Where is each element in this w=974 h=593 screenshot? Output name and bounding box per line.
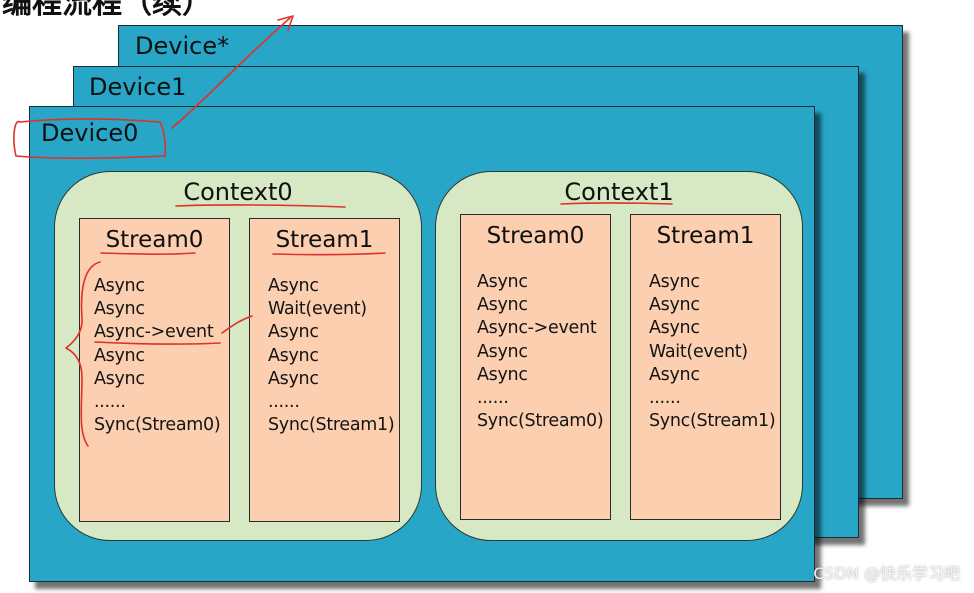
stream-label: Stream0 xyxy=(486,223,585,249)
stream-label: Stream0 xyxy=(105,227,204,253)
context-label: Context1 xyxy=(564,178,674,206)
operation-list: Async Async Async Wait(event) Async ....… xyxy=(649,271,776,433)
device-label: Device* xyxy=(135,32,230,60)
operation-list: Async Async Async->event Async Async ...… xyxy=(477,271,604,433)
operation: Async xyxy=(477,364,528,385)
operation: ...... xyxy=(649,388,681,409)
operation-list: Async Wait(event) Async Async Async ....… xyxy=(268,275,395,437)
operation: ...... xyxy=(94,392,126,413)
operation: Async xyxy=(94,368,145,389)
context-box: Context1 Stream0 Async Async Async->even… xyxy=(435,171,803,541)
operation: Wait(event) xyxy=(649,341,748,362)
device-front: Device0 Context0 Stream0 Async Async Asy… xyxy=(29,106,815,582)
operation: Async xyxy=(477,341,528,362)
operation: Async->event xyxy=(477,318,597,339)
stream-box: Stream1 Async Wait(event) Async Async As… xyxy=(249,218,400,522)
operation: Sync(Stream0) xyxy=(94,415,221,436)
device-label: Device0 xyxy=(41,119,139,147)
operation-list: Async Async Async->event Async Async ...… xyxy=(94,275,221,437)
operation: Async xyxy=(649,364,700,385)
operation: Wait(event) xyxy=(268,299,367,320)
stream-label: Stream1 xyxy=(275,227,374,253)
operation: Async xyxy=(94,299,145,320)
operation: Sync(Stream1) xyxy=(649,411,776,432)
stream-box: Stream0 Async Async Async->event Async A… xyxy=(460,214,611,520)
operation: Sync(Stream0) xyxy=(477,411,604,432)
operation: Sync(Stream1) xyxy=(268,415,395,436)
stream-label: Stream1 xyxy=(656,223,755,249)
stream-box: Stream1 Async Async Async Wait(event) As… xyxy=(630,214,781,520)
operation: Async->event xyxy=(94,322,214,343)
operation: Async xyxy=(268,368,319,389)
operation: Async xyxy=(649,272,700,292)
context-label: Context0 xyxy=(183,178,293,206)
operation: Async xyxy=(268,322,319,343)
operation: ...... xyxy=(477,388,509,409)
operation: ...... xyxy=(268,392,300,413)
operation: Async xyxy=(94,345,145,366)
operation: Async xyxy=(649,295,700,316)
context-box: Context0 Stream0 Async Async Async->even… xyxy=(54,171,422,541)
operation: Async xyxy=(94,276,145,296)
stream-box: Stream0 Async Async Async->event Async A… xyxy=(79,218,230,522)
operation: Async xyxy=(268,345,319,366)
operation: Async xyxy=(649,318,700,339)
operation: Async xyxy=(477,295,528,316)
device-label: Device1 xyxy=(89,73,187,101)
heading-fragment: 编程流程（续） xyxy=(2,0,212,21)
operation: Async xyxy=(477,272,528,292)
watermark: CSDN @快乐学习吧 xyxy=(813,564,960,583)
operation: Async xyxy=(268,276,319,296)
